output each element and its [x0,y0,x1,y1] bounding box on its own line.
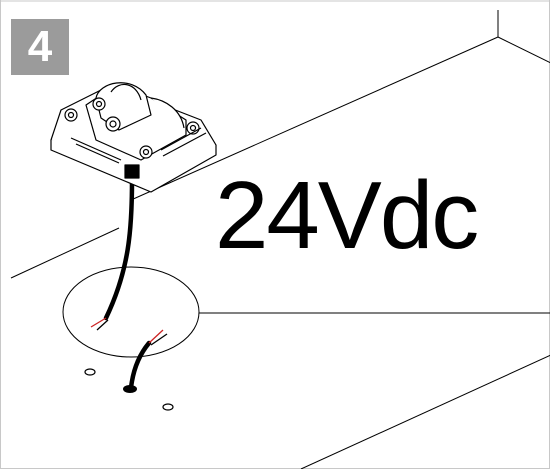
surface-lines [10,10,550,469]
wire-ends-lower [148,329,168,346]
driver-unit-icon [50,82,217,193]
surface-edge-right [497,36,550,64]
surface-edge-diagonal-left [10,227,120,279]
supply-cable-icon [128,340,152,391]
voltage-label: 24Vdc [215,162,479,269]
surface-edge-diagonal-lower [300,354,550,469]
wire-ends-upper [90,317,109,331]
cutout-circle [62,266,200,358]
mounting-hole-icon [162,403,174,411]
step-number: 4 [27,22,53,71]
cable-icon [103,177,135,321]
surface-edge-diagonal-upper [130,36,499,201]
step-badge: 4 [11,19,69,75]
mounting-hole-icon [84,368,96,376]
cable-hole-icon [123,385,137,393]
